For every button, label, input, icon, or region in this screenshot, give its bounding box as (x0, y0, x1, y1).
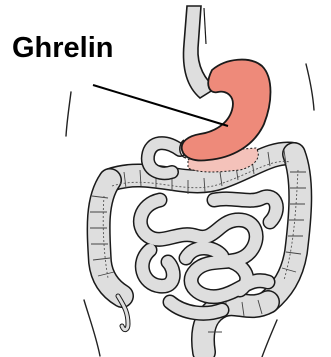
organ-label: Ghrelin (12, 34, 114, 63)
torso-right-edge (306, 64, 314, 110)
right-hip-line (262, 320, 277, 357)
left-hip-line (84, 300, 100, 356)
torso-left-edge (66, 92, 71, 136)
duodenum (148, 143, 180, 173)
